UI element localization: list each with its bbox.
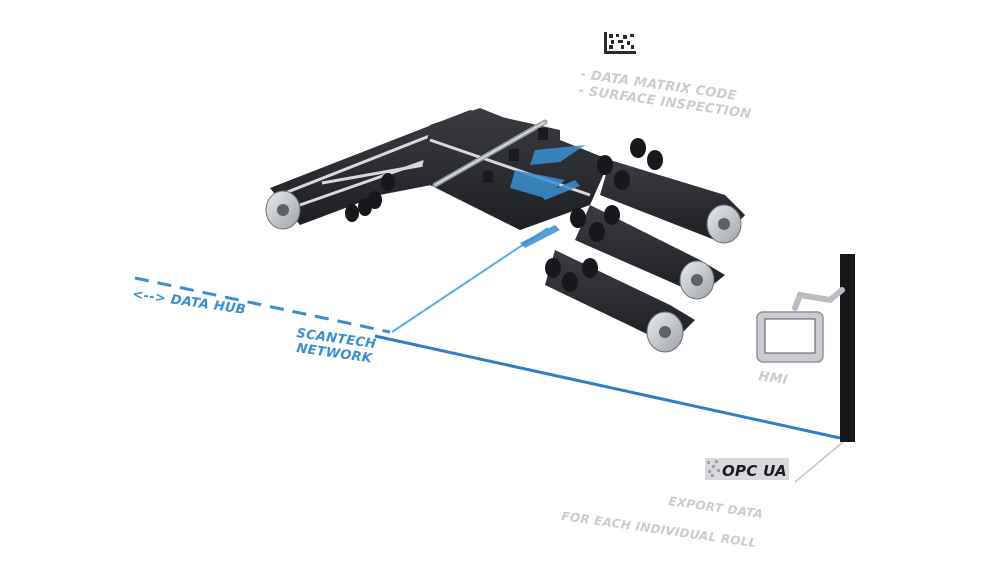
idler-rollers — [345, 138, 663, 292]
network-branch-line — [391, 227, 549, 333]
hmi-pole — [840, 254, 855, 442]
inspection-cameras — [483, 128, 548, 183]
end-rolls — [265, 190, 742, 353]
hmi-terminal — [756, 254, 855, 442]
network-main-line — [374, 334, 841, 440]
data-hub-dashed-line — [134, 276, 391, 334]
hmi-arm — [792, 287, 845, 311]
opc-ua-logo — [705, 458, 789, 480]
camera-icon — [538, 128, 548, 140]
data-hub-label: <--> DATA HUB — [131, 287, 246, 318]
scan-beams — [510, 145, 585, 248]
camera-icon — [483, 171, 493, 183]
camera-icon — [509, 149, 519, 161]
hmi-link-line — [794, 441, 844, 483]
data-matrix-code-icon — [604, 32, 636, 54]
network-lines — [134, 227, 844, 483]
opc-ua-label: OPC UA — [722, 462, 787, 480]
export-label-line1: EXPORT DATA — [668, 494, 764, 521]
hmi-label: HMI — [757, 369, 788, 388]
conveyor-machine — [265, 108, 745, 353]
